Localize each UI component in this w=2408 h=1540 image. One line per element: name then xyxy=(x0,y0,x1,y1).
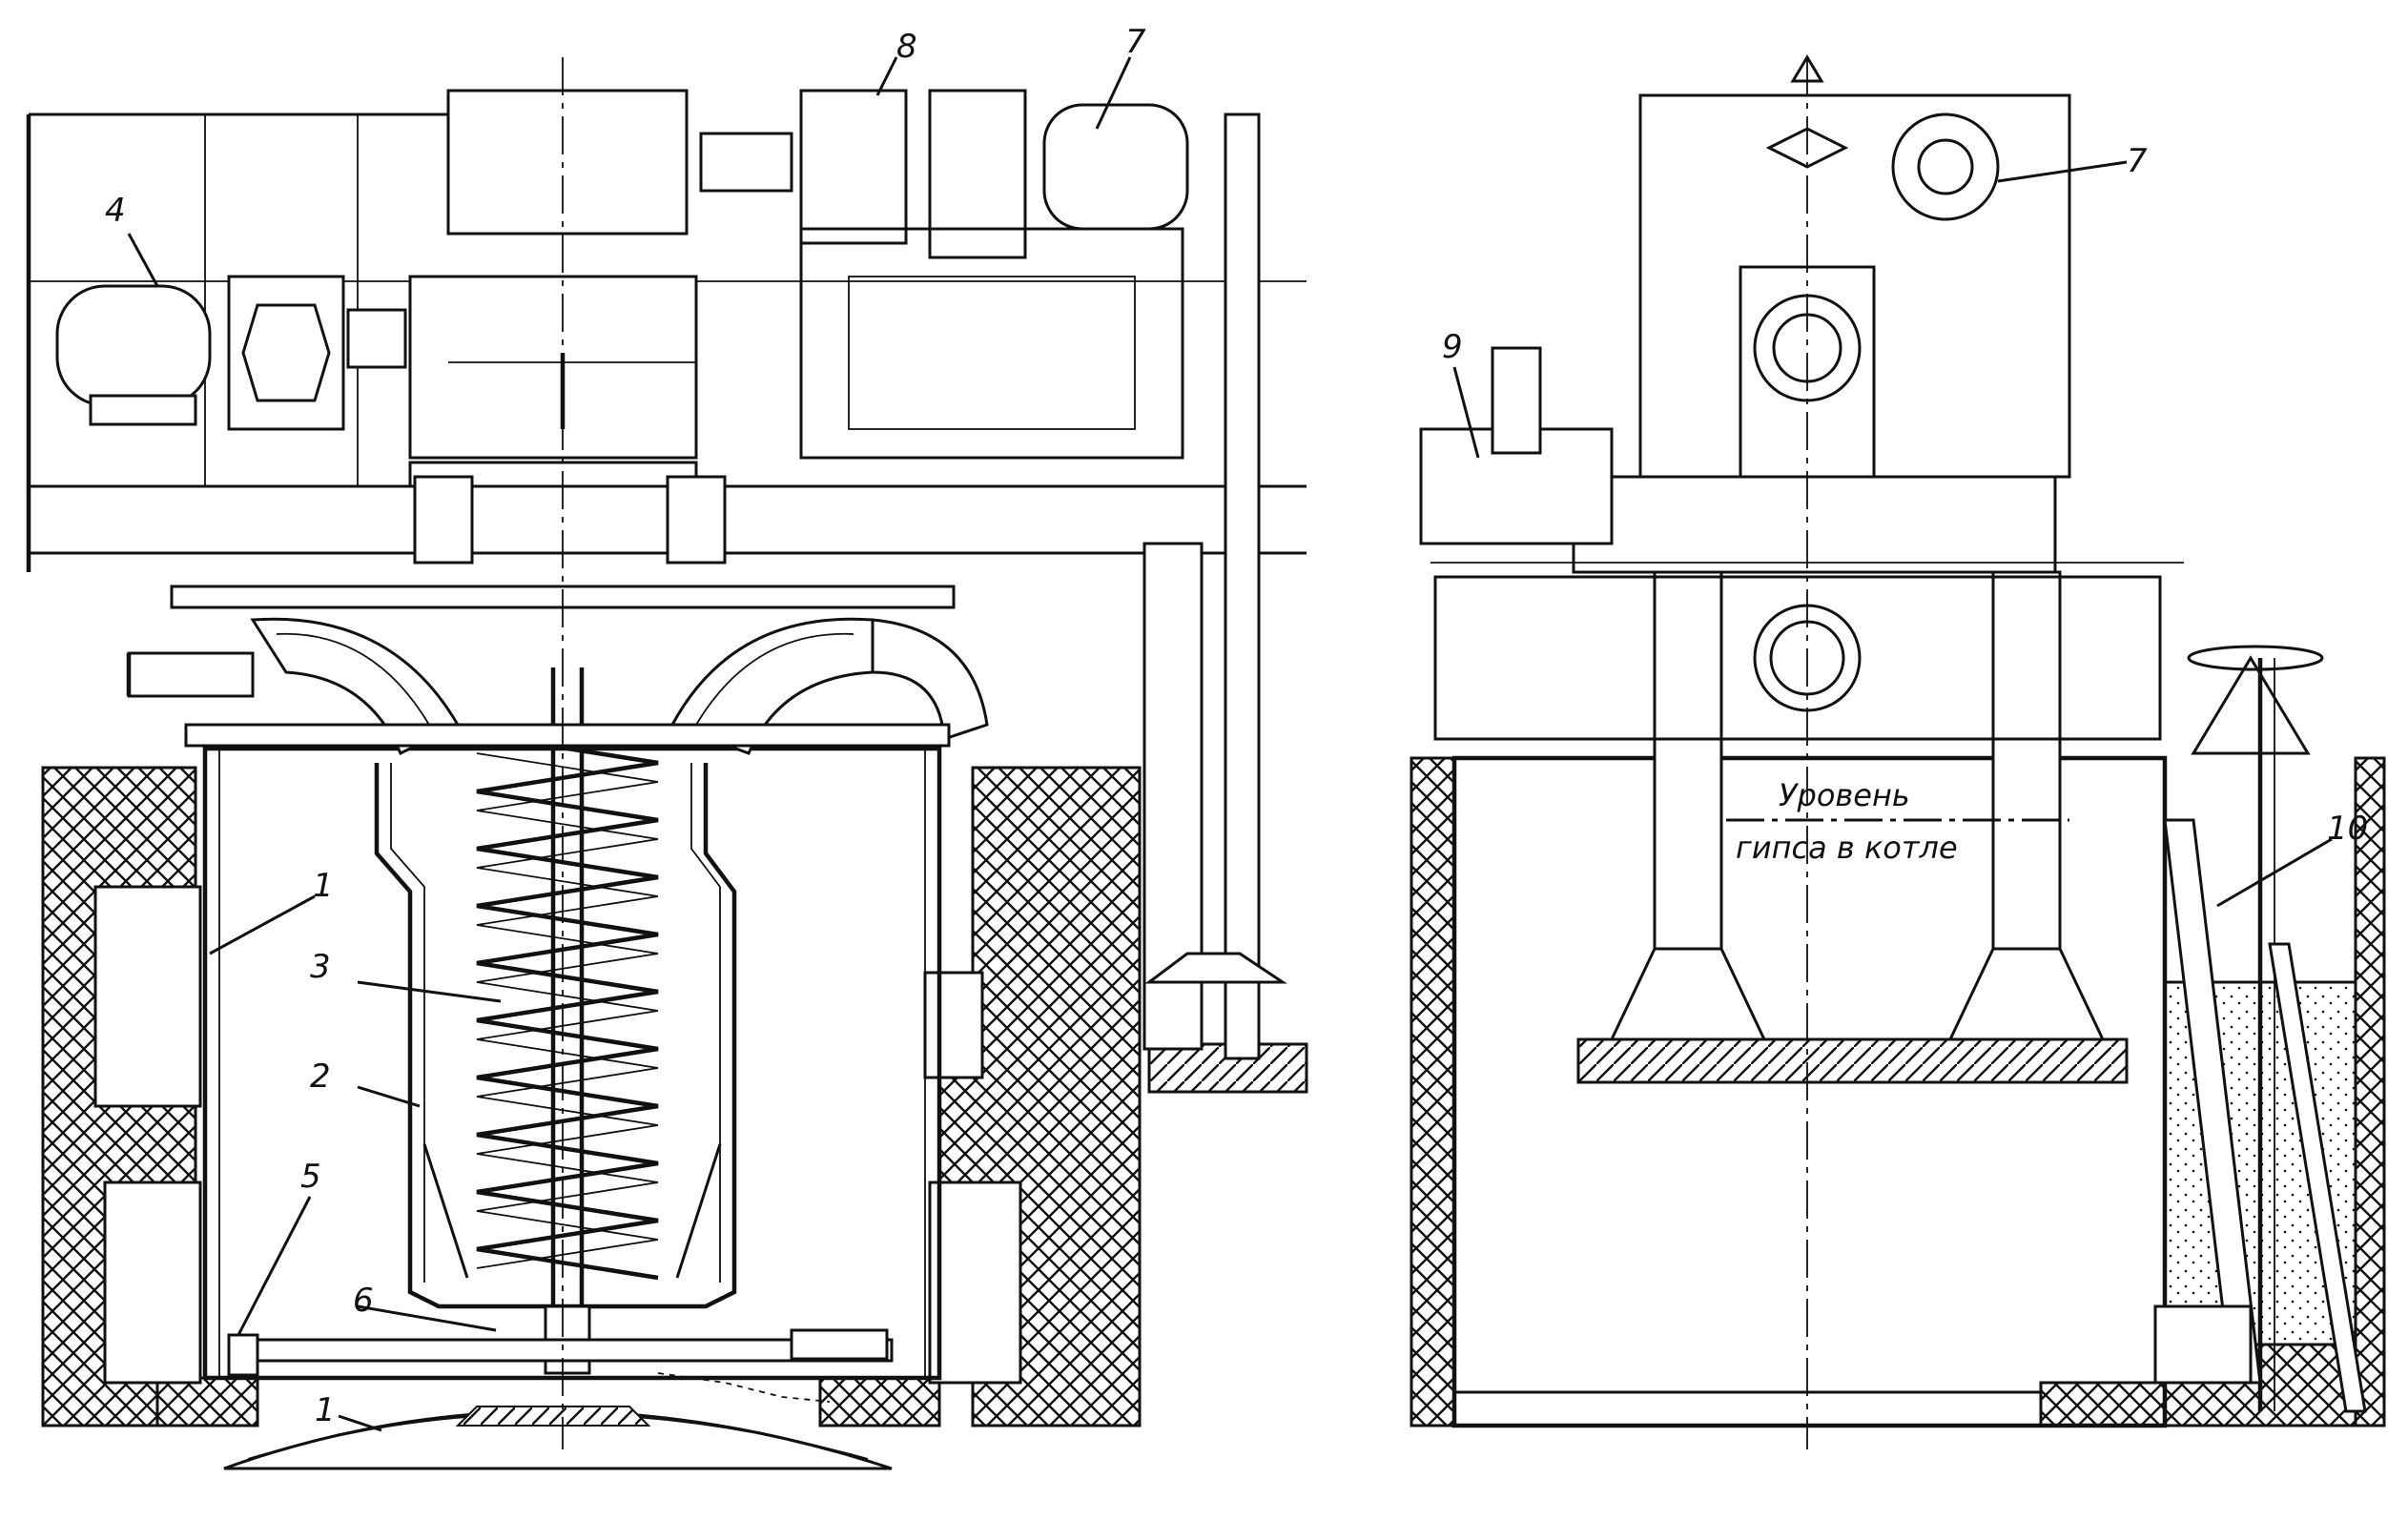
label-7-right: 7 xyxy=(2127,142,2148,180)
label-9: 9 xyxy=(1442,328,1463,366)
left-section-view xyxy=(26,57,1308,1470)
left-masonry xyxy=(41,766,1142,1427)
level-text-line-1: Уровень xyxy=(1779,777,1910,813)
right-section-view xyxy=(1410,54,2386,1449)
level-text-line-2: гипса в котле xyxy=(1736,830,1958,866)
label-10: 10 xyxy=(2327,810,2368,848)
drive-8-motor-7 xyxy=(446,89,1189,460)
support-legs xyxy=(1609,570,2106,1041)
flue-ducts xyxy=(126,585,989,756)
label-4-motor: 4 xyxy=(105,192,126,230)
callout-labels: 1 2 3 4 5 6 7 8 1 7 9 10 Уровень гипса в… xyxy=(105,23,2368,1429)
label-6-hub: 6 xyxy=(353,1282,374,1320)
label-2-tube: 2 xyxy=(310,1057,331,1096)
valve-10 xyxy=(2153,645,2367,1413)
label-5-stirrer: 5 xyxy=(300,1158,321,1196)
label-3-auger: 3 xyxy=(310,948,331,986)
upper-frame xyxy=(26,113,1307,1060)
label-1-bottom: 1 xyxy=(315,1391,336,1429)
right-top-body xyxy=(1419,54,2184,741)
right-support-slab xyxy=(1576,1037,2129,1084)
stirrer-arms xyxy=(227,1328,894,1403)
auger-screw xyxy=(476,667,659,1375)
label-8-drive: 8 xyxy=(896,28,917,66)
leader-lines xyxy=(127,56,2333,1432)
motor-4 xyxy=(55,275,698,460)
label-7-motor: 7 xyxy=(1125,23,1146,61)
label-1-shell: 1 xyxy=(313,867,334,905)
